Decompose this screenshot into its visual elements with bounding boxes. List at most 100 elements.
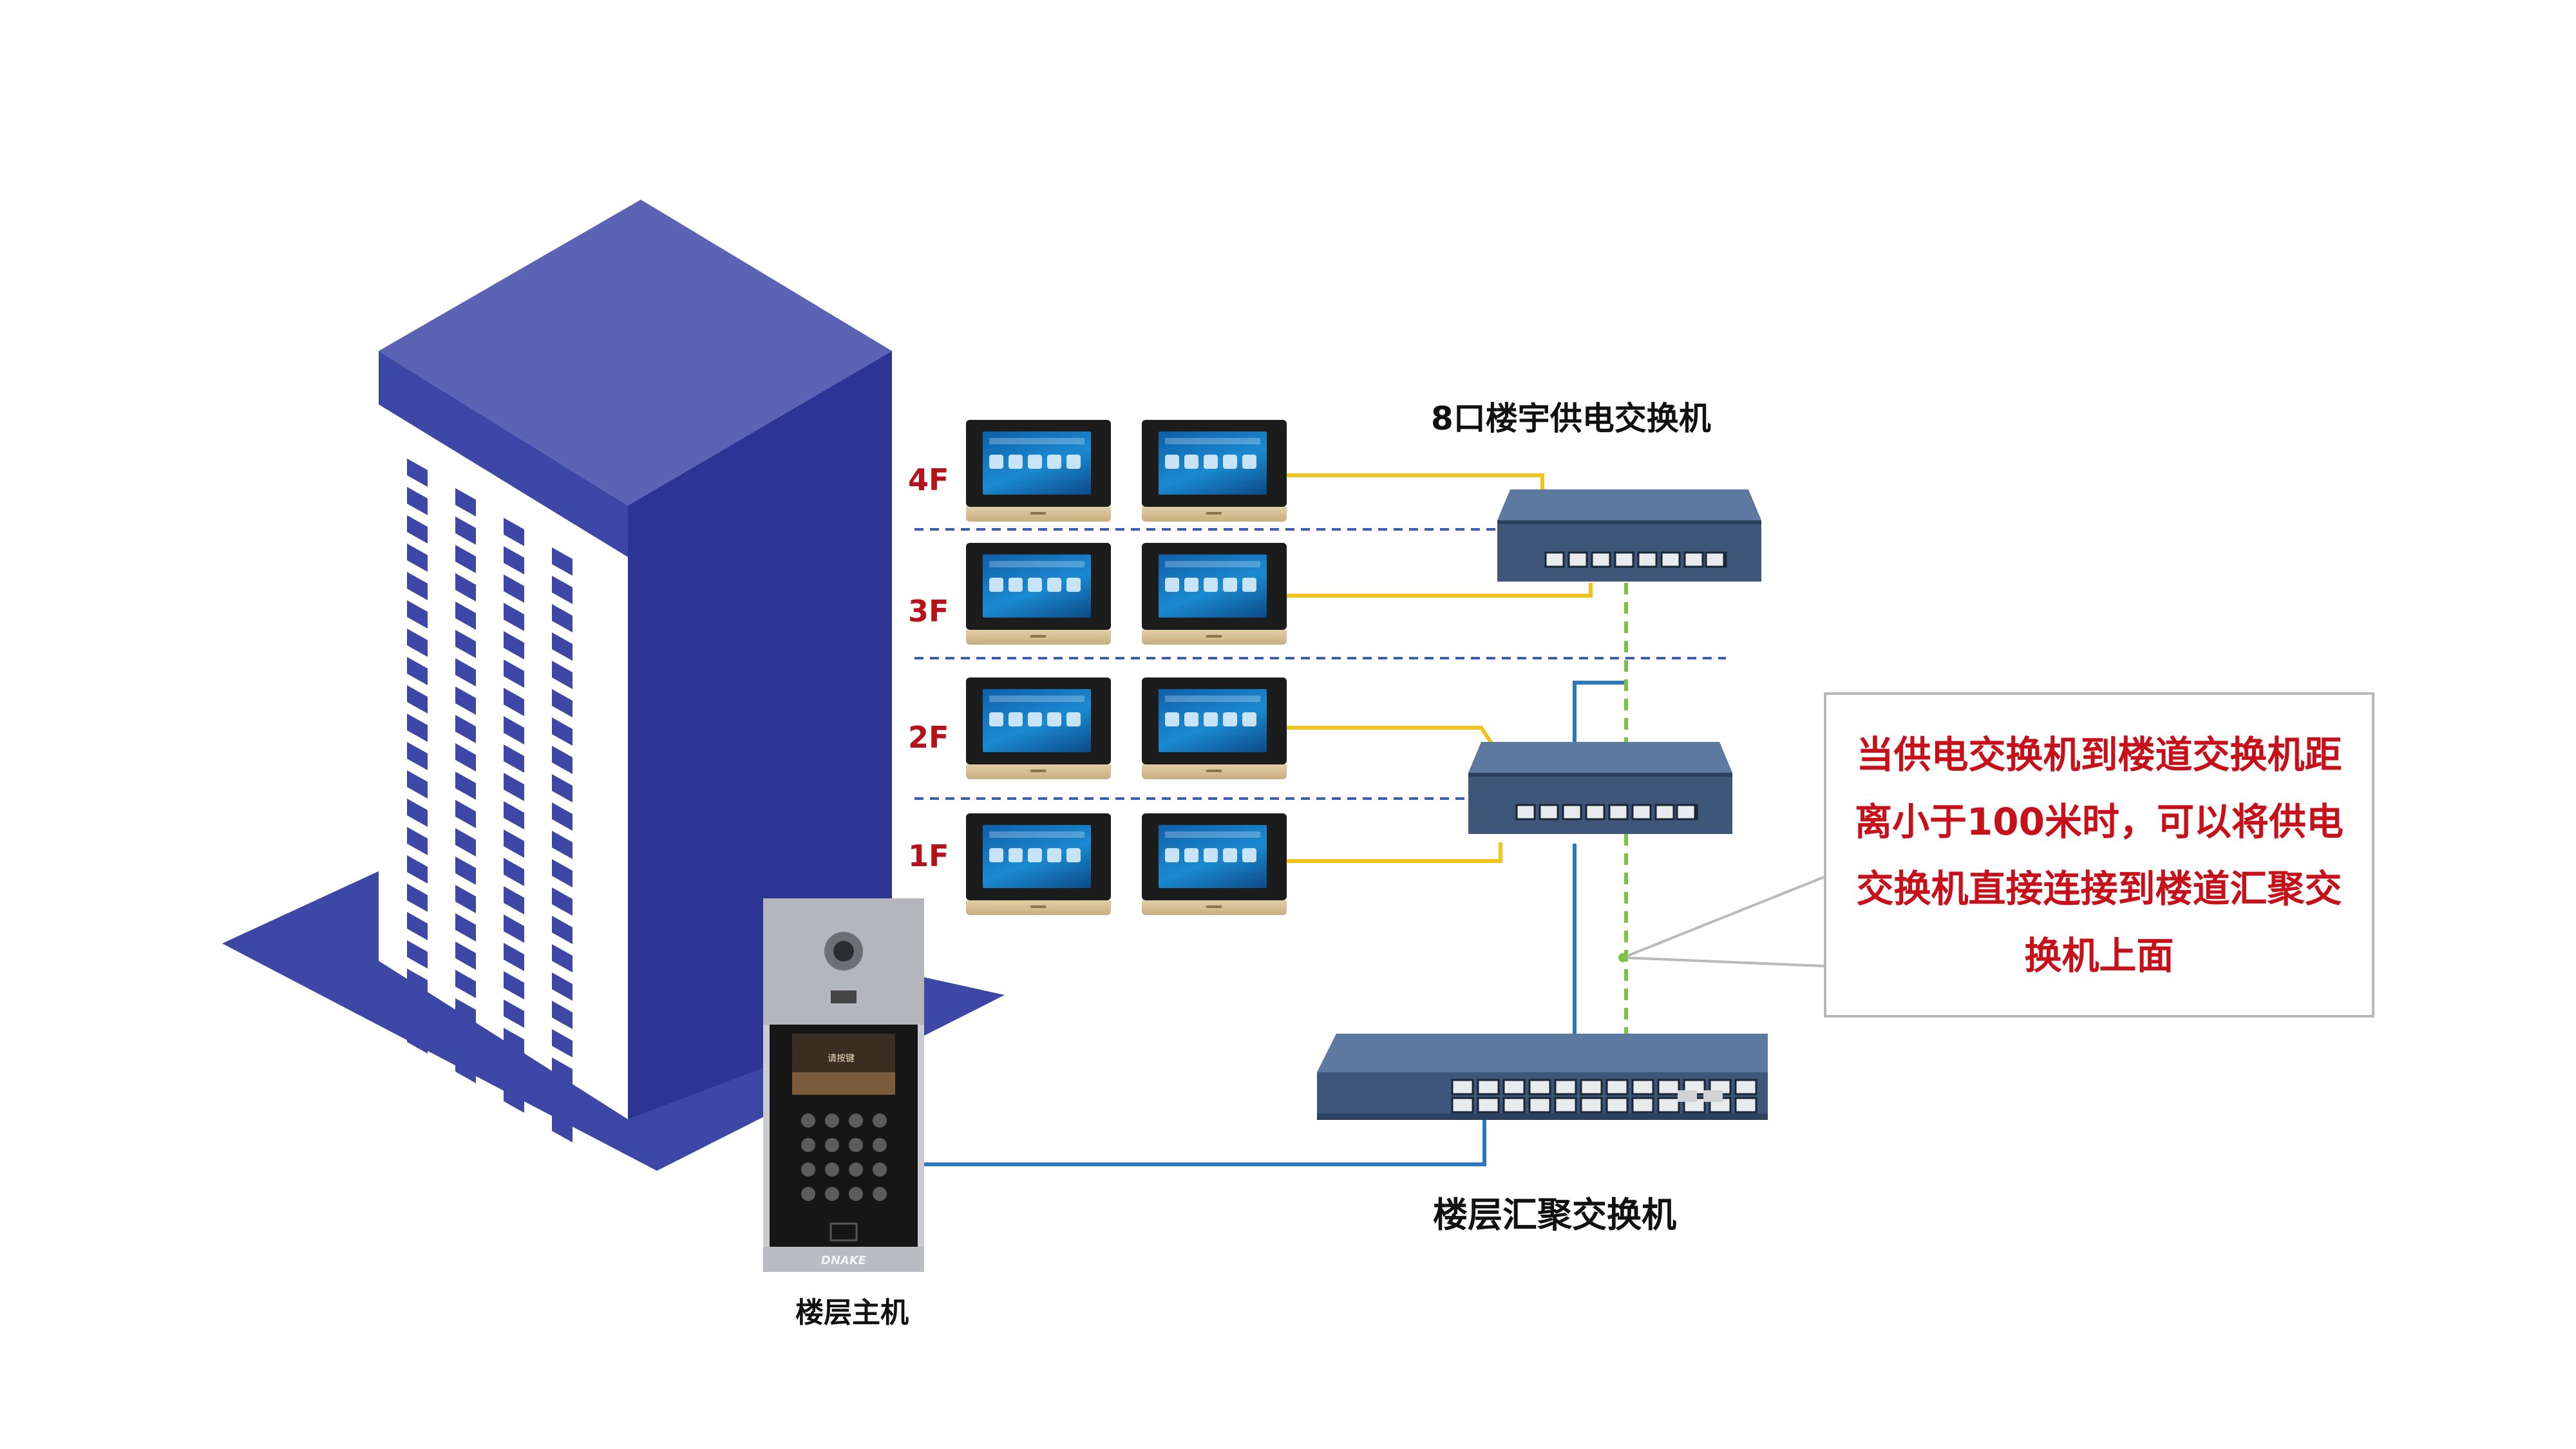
building-window xyxy=(552,802,573,831)
indoor-monitor xyxy=(966,420,1111,522)
monitor-bezel xyxy=(1142,813,1287,900)
app-icon xyxy=(1165,578,1179,592)
app-icon xyxy=(1047,455,1061,469)
building-window xyxy=(552,604,573,632)
building-window xyxy=(552,774,573,802)
floor-label-1f: 1F xyxy=(908,838,949,873)
floor-label-4f: 4F xyxy=(908,462,949,497)
building-window xyxy=(504,631,524,659)
door-station-panel: 请按键 DNAKE xyxy=(763,898,924,1272)
door-station-screen-text: 请按键 xyxy=(828,1054,855,1064)
cable-2f xyxy=(1287,726,1496,748)
note-line-2: 离小于100米时，可以将供电 xyxy=(1854,799,2344,844)
callout-anchor-dot xyxy=(1618,953,1627,962)
monitor-app-icons xyxy=(1165,712,1256,726)
building-window xyxy=(504,716,524,744)
door-station-title: 楼层主机 xyxy=(795,1296,909,1329)
monitor-status-bar xyxy=(989,696,1084,702)
building-window xyxy=(455,715,476,743)
switch-port xyxy=(1477,1079,1500,1095)
monitor-base xyxy=(1142,630,1287,645)
building-window xyxy=(504,886,524,914)
building-window xyxy=(407,827,428,855)
monitor-bezel xyxy=(966,420,1111,507)
app-icon xyxy=(1066,455,1081,469)
switch-port xyxy=(1562,804,1582,820)
app-icon xyxy=(1242,578,1256,592)
switch-port xyxy=(1660,551,1681,568)
app-icon xyxy=(1223,712,1237,726)
monitor-base xyxy=(1142,507,1287,522)
app-icon xyxy=(989,455,1003,469)
app-icon xyxy=(1028,578,1042,592)
monitor-logo xyxy=(1030,512,1046,515)
building-window xyxy=(552,746,573,774)
building-window xyxy=(407,685,428,714)
monitor-app-icons xyxy=(1165,455,1256,469)
monitor-app-icons xyxy=(1165,578,1256,592)
app-icon xyxy=(1028,712,1042,726)
monitor-logo xyxy=(1030,635,1046,638)
building-window xyxy=(552,1057,573,1086)
switch-port xyxy=(1631,1079,1654,1095)
building-window xyxy=(407,714,428,742)
monitor-status-bar xyxy=(1165,696,1260,702)
switch-port xyxy=(1580,1097,1603,1113)
building-window xyxy=(504,999,524,1028)
app-icon xyxy=(1009,712,1023,726)
switch-port xyxy=(1477,1097,1500,1113)
building-window xyxy=(504,914,524,943)
building-window xyxy=(407,742,428,770)
building-window xyxy=(504,943,524,971)
building-window xyxy=(407,997,428,1025)
building-window xyxy=(455,488,476,516)
app-icon xyxy=(989,712,1003,726)
floor-label-3f: 3F xyxy=(908,594,949,629)
keypad-key xyxy=(873,1113,887,1128)
building-window xyxy=(407,515,428,544)
switch-port xyxy=(1451,1097,1474,1113)
monitor-screen xyxy=(983,554,1091,618)
app-icon xyxy=(1242,455,1256,469)
monitor-screen xyxy=(983,689,1091,752)
switch-port xyxy=(1657,1097,1680,1113)
building-window xyxy=(504,1028,524,1056)
app-icon xyxy=(1165,712,1179,726)
app-icon xyxy=(989,578,1003,592)
aggregation-switch xyxy=(1317,1034,1768,1120)
switch-port xyxy=(1591,551,1611,568)
app-icon xyxy=(1204,712,1218,726)
app-icon xyxy=(1028,455,1042,469)
building-window xyxy=(407,799,428,827)
keypad-key xyxy=(825,1113,839,1128)
indoor-monitor xyxy=(966,543,1111,645)
building-window xyxy=(407,657,428,685)
monitor-logo xyxy=(1030,770,1046,772)
keypad-key xyxy=(873,1162,887,1177)
building-window xyxy=(552,1029,573,1057)
building-window xyxy=(552,944,573,972)
app-icon xyxy=(1009,455,1023,469)
keypad-key xyxy=(801,1138,815,1152)
monitor-app-icons xyxy=(1165,848,1256,862)
app-icon xyxy=(1242,848,1256,862)
cable-4f xyxy=(1287,473,1544,491)
building-window xyxy=(407,600,428,629)
building-window xyxy=(407,912,428,940)
building-window xyxy=(504,1084,524,1113)
app-icon xyxy=(1223,848,1237,862)
switch-port xyxy=(1734,1097,1757,1113)
app-icon xyxy=(1009,848,1023,862)
monitor-logo xyxy=(1206,905,1222,908)
building-window xyxy=(407,487,428,515)
building-window xyxy=(455,658,476,687)
building-window xyxy=(455,545,476,573)
indoor-monitor xyxy=(966,813,1111,915)
monitor-base xyxy=(966,630,1111,645)
app-icon xyxy=(1066,712,1081,726)
app-icon xyxy=(1047,848,1061,862)
aggregation-switch-title: 楼层汇聚交换机 xyxy=(1433,1195,1676,1235)
building-window xyxy=(552,916,573,944)
indoor-monitor xyxy=(966,677,1111,779)
